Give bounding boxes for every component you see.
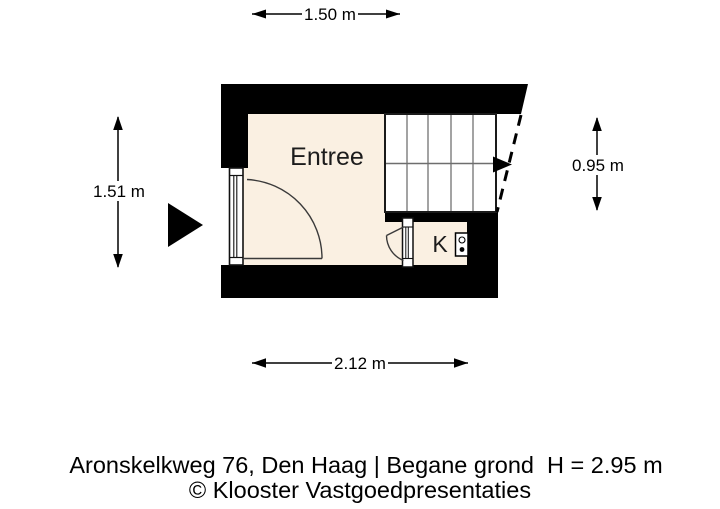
caption-copyright: © Klooster Vastgoedpresentaties — [189, 477, 531, 503]
entrance-door-swing — [243, 178, 323, 260]
stair-direction-arrow-icon — [493, 156, 512, 173]
staircase — [384, 113, 512, 213]
arrowhead-down-icon — [113, 254, 123, 268]
arrowhead-down-icon — [592, 197, 602, 211]
arrowhead-up-icon — [592, 117, 602, 131]
entrance-arrow-icon — [168, 203, 203, 247]
room-label-entree: Entree — [290, 143, 364, 171]
dimension-right-label: 0.95 m — [572, 156, 624, 175]
caption-address: Aronskelkweg 76, Den Haag | Begane grond… — [69, 452, 662, 478]
wall-under-stairs — [385, 212, 498, 222]
dimension-bottom: 2.12 m — [252, 353, 468, 373]
dimension-right: 0.95 m — [572, 117, 624, 211]
wall-top — [221, 84, 528, 114]
entrance-door-frame — [228, 167, 244, 266]
dimension-top: 1.50 m — [252, 4, 400, 24]
dimension-bottom-label: 2.12 m — [334, 354, 386, 373]
dimension-left: 1.51 m — [93, 116, 145, 268]
room-label-k: K — [432, 231, 448, 257]
closet-door-leaf — [386, 226, 404, 237]
closet-door-frame — [401, 217, 414, 268]
dimension-left-label: 1.51 m — [93, 182, 145, 201]
wall-left-upper — [221, 84, 248, 168]
arrowhead-up-icon — [113, 116, 123, 130]
arrowhead-left-icon — [252, 358, 266, 368]
hall-and-closet-floor — [385, 222, 467, 266]
closet-door-arc — [385, 235, 404, 262]
wall-right-of-closet — [467, 212, 498, 266]
arrowhead-right-icon — [386, 9, 400, 19]
wall-bottom — [221, 265, 498, 298]
entree-floor — [243, 114, 385, 266]
boiler-icon — [454, 232, 469, 257]
dashed-diagonal-wall-edge — [495, 114, 523, 213]
arrowhead-right-icon — [454, 358, 468, 368]
entrance-door-arc — [246, 178, 323, 259]
arrowhead-left-icon — [252, 9, 266, 19]
closet-door-swing — [385, 226, 404, 262]
dimension-top-label: 1.50 m — [304, 5, 356, 24]
